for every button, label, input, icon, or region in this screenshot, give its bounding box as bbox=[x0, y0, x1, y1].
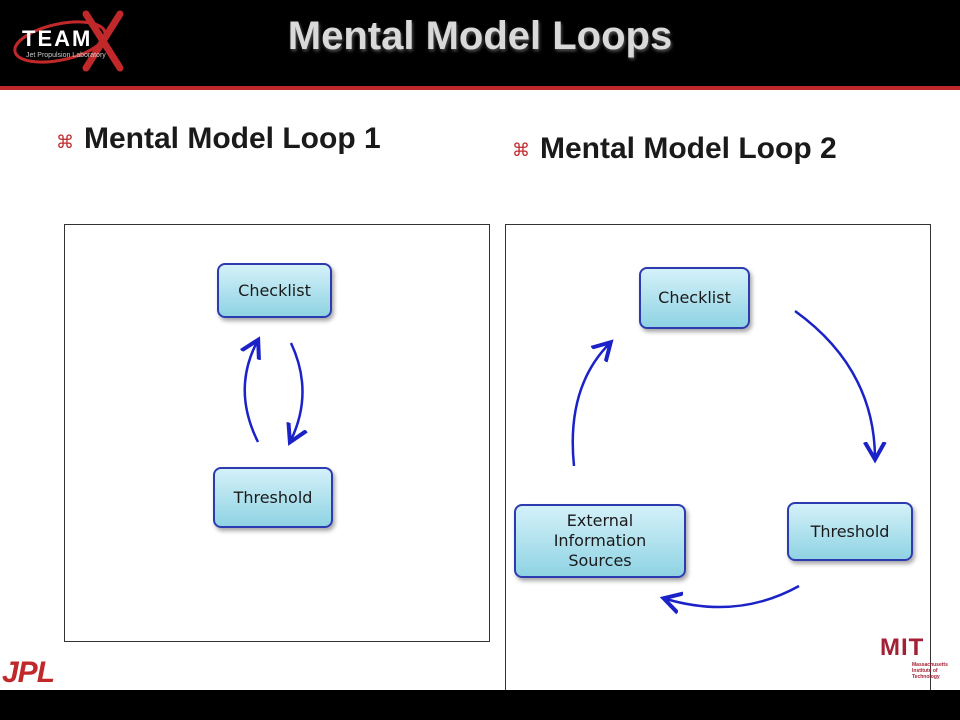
loop1-threshold-node: Threshold bbox=[213, 467, 333, 528]
mit-sub-line: Institute of bbox=[912, 668, 938, 674]
mit-logo: MIT Massachusetts Institute of Technolog… bbox=[880, 634, 960, 690]
teamx-logo-subtitle: Jet Propulsion Laboratory bbox=[26, 52, 106, 59]
loop1-checklist-node: Checklist bbox=[217, 263, 332, 318]
mit-sub-line: Massachusetts bbox=[912, 662, 948, 668]
slide-header: TEAM Jet Propulsion Laboratory Mental Mo… bbox=[0, 0, 960, 86]
teamx-logo-word: TEAM bbox=[22, 26, 93, 51]
mit-logo-word: MIT bbox=[880, 634, 925, 661]
page-title: Mental Model Loops bbox=[287, 14, 673, 58]
bullet-icon: ⌘ bbox=[56, 132, 74, 152]
header-divider bbox=[0, 86, 960, 90]
teamx-logo: TEAM Jet Propulsion Laboratory bbox=[8, 6, 128, 82]
loop2-external-node: External Information Sources bbox=[514, 504, 686, 578]
slide-footer bbox=[0, 690, 960, 720]
loop2-checklist-node: Checklist bbox=[639, 267, 750, 329]
bullet-icon: ⌘ bbox=[512, 140, 530, 160]
mit-sub-line: Technology bbox=[912, 674, 940, 680]
teamx-swoosh-icon bbox=[13, 10, 124, 72]
jpl-logo: JPL bbox=[2, 656, 55, 689]
loop1-heading: Mental Model Loop 1 bbox=[84, 122, 381, 155]
mit-logo-subtitle: Massachusetts Institute of Technology bbox=[912, 662, 948, 680]
loop2-heading: Mental Model Loop 2 bbox=[540, 132, 837, 165]
loop2-threshold-node: Threshold bbox=[787, 502, 913, 561]
